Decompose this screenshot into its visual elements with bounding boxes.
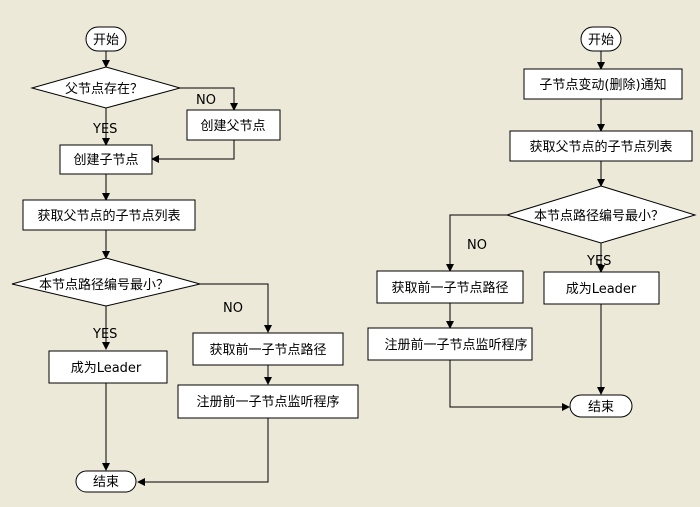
left-decision-smallest-label: 本节点路径编号最小？ — [39, 277, 169, 293]
arrow-r-register-to-end — [449, 360, 570, 411]
left-start-label: 开始 — [93, 33, 119, 48]
right-process-child-change-notice: 子节点变动(删除)通知 — [523, 68, 683, 100]
left-decision-smallest: 本节点路径编号最小？ — [11, 257, 201, 307]
left-no-label-2: NO — [223, 301, 243, 316]
left-become-leader-label: 成为Leader — [71, 361, 142, 376]
right-yes-label: YES — [586, 254, 611, 269]
left-create-parent-label: 创建父节点 — [200, 119, 265, 134]
left-process-get-prev-path: 获取前一子节点路径 — [192, 332, 344, 366]
right-process-get-prev-path: 获取前一子节点路径 — [376, 270, 524, 304]
left-flowchart: 开始 父节点存在？ NO YES 创建父节点 创建子节点 获取父节点的子节点列表… — [11, 26, 359, 493]
right-decision-smallest-label: 本节点路径编号最小？ — [534, 208, 664, 224]
right-child-change-notice-label: 子节点变动(删除)通知 — [539, 77, 666, 93]
right-start-label: 开始 — [588, 33, 614, 48]
left-decision-parent-exists-label: 父节点存在？ — [65, 82, 143, 97]
left-no-label-1: NO — [196, 93, 216, 108]
left-process-create-child: 创建子节点 — [59, 144, 153, 175]
right-become-leader-label: 成为Leader — [566, 282, 637, 297]
left-process-become-leader: 成为Leader — [48, 350, 168, 384]
right-process-become-leader: 成为Leader — [543, 271, 660, 305]
left-get-children-label: 获取父节点的子节点列表 — [37, 208, 180, 224]
left-get-prev-path-label: 获取前一子节点路径 — [209, 342, 326, 358]
left-process-create-parent: 创建父节点 — [186, 109, 281, 141]
left-yes-label-2: YES — [92, 327, 117, 342]
arrow-r-q-no-to-get-prev — [446, 214, 510, 272]
arrow-q2-no-to-get-prev — [200, 283, 272, 333]
arrow-create-parent-to-create-child — [151, 140, 235, 163]
left-register-watcher-label: 注册前一子节点监听程序 — [196, 394, 339, 410]
left-connectors — [102, 51, 272, 486]
left-create-child-label: 创建子节点 — [73, 153, 138, 168]
right-process-get-children: 获取父节点的子节点列表 — [509, 130, 693, 162]
left-start-terminator: 开始 — [85, 26, 127, 52]
left-process-get-children: 获取父节点的子节点列表 — [22, 199, 196, 231]
right-end-terminator: 结束 — [569, 394, 633, 418]
right-get-prev-path-label: 获取前一子节点路径 — [391, 280, 508, 296]
right-flowchart: 开始 子节点变动(删除)通知 获取父节点的子节点列表 本节点路径编号最小？ NO… — [367, 26, 697, 418]
right-end-label: 结束 — [588, 400, 614, 415]
left-end-terminator: 结束 — [75, 470, 137, 493]
right-connectors — [446, 51, 605, 411]
left-yes-label-1: YES — [92, 122, 117, 137]
right-get-children-label: 获取父节点的子节点列表 — [529, 139, 672, 155]
right-decision-smallest: 本节点路径编号最小？ — [505, 185, 697, 244]
right-start-terminator: 开始 — [580, 26, 622, 52]
left-process-register-watcher: 注册前一子节点监听程序 — [177, 384, 359, 419]
right-process-register-watcher: 注册前一子节点监听程序 — [367, 327, 533, 361]
right-no-label: NO — [467, 238, 487, 253]
left-end-label: 结束 — [93, 475, 119, 490]
left-decision-parent-exists: 父节点存在？ — [30, 66, 182, 109]
arrow-register-to-end — [137, 418, 269, 486]
right-register-watcher-label: 注册前一子节点监听程序 — [384, 337, 527, 353]
arrow-q1-no-to-create-parent — [180, 87, 238, 111]
